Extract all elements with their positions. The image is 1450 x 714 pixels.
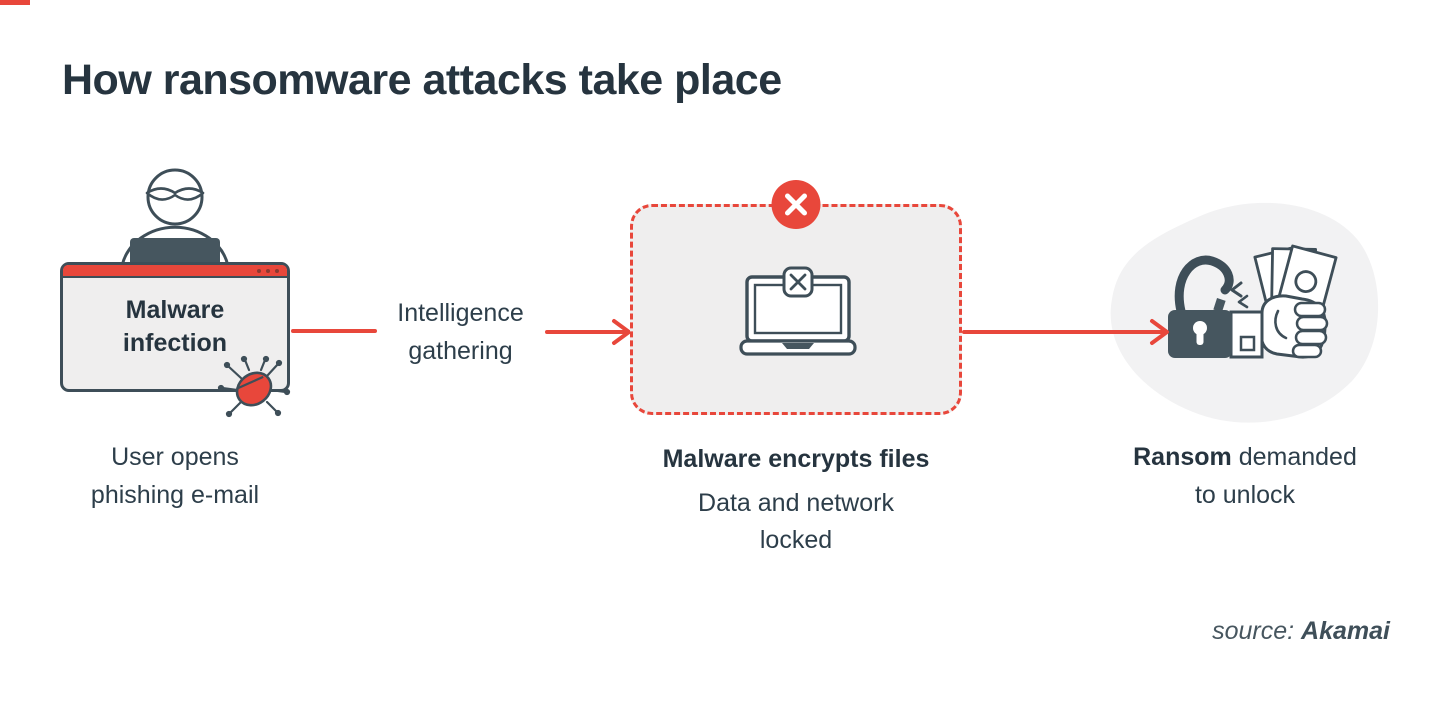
stage3-caption-bold: Ransom xyxy=(1133,443,1232,471)
browser-window: Malware infection xyxy=(60,262,290,392)
source-attribution: source: Akamai xyxy=(1090,617,1390,646)
arrow-right-icon-2 xyxy=(962,319,1169,345)
mask-icon xyxy=(145,187,205,201)
window-control-dots xyxy=(257,269,279,273)
window-title: Malware infection xyxy=(63,294,287,360)
stage3-caption-line1: Ransom demanded xyxy=(1078,438,1412,476)
stage2-caption-sub: Data and network locked xyxy=(620,485,972,559)
connector-line-left xyxy=(291,329,377,333)
window-title-line1: Malware xyxy=(125,296,225,324)
laptop-icon xyxy=(739,266,857,356)
source-prefix: source: xyxy=(1212,617,1302,645)
window-title-line2: infection xyxy=(122,329,228,357)
arrow-right-icon xyxy=(545,319,631,345)
stage3-caption-rest: demanded xyxy=(1231,443,1357,471)
ransom-illustration xyxy=(1110,202,1379,423)
connector1-label-line2: gathering xyxy=(408,337,513,365)
stage2-caption: Malware encrypts files Data and network … xyxy=(620,440,972,559)
connector1-label-line1: Intelligence xyxy=(397,299,524,327)
dot xyxy=(275,269,279,273)
stage1-caption: User opens phishing e-mail xyxy=(25,438,325,514)
encryption-panel xyxy=(630,180,962,415)
dot xyxy=(257,269,261,273)
corner-red-dash xyxy=(0,0,30,5)
cuff-icon xyxy=(1229,310,1264,359)
stage2-caption-line2: locked xyxy=(759,526,833,554)
hacker-icon xyxy=(120,168,230,270)
stage2-caption-title: Malware encrypts files xyxy=(662,445,930,473)
page-title: How ransomware attacks take place xyxy=(62,56,782,104)
browser-titlebar xyxy=(63,265,287,278)
stage3-caption-line2: to unlock xyxy=(1194,481,1296,509)
error-badge-icon xyxy=(771,180,821,229)
stage1-caption-line1: User opens xyxy=(111,443,239,471)
hand-icon xyxy=(1259,294,1329,359)
bug-icon xyxy=(217,355,291,418)
source-name: Akamai xyxy=(1301,617,1390,645)
laptop-error-icon xyxy=(782,266,814,298)
unlocked-padlock-icon xyxy=(1168,255,1249,358)
stage2-caption-line1: Data and network xyxy=(698,489,894,517)
stage3-caption: Ransom demanded to unlock xyxy=(1078,438,1412,514)
stage1-caption-line2: phishing e-mail xyxy=(90,481,260,509)
dot xyxy=(266,269,270,273)
connector1-label: Intelligence gathering xyxy=(362,294,559,370)
